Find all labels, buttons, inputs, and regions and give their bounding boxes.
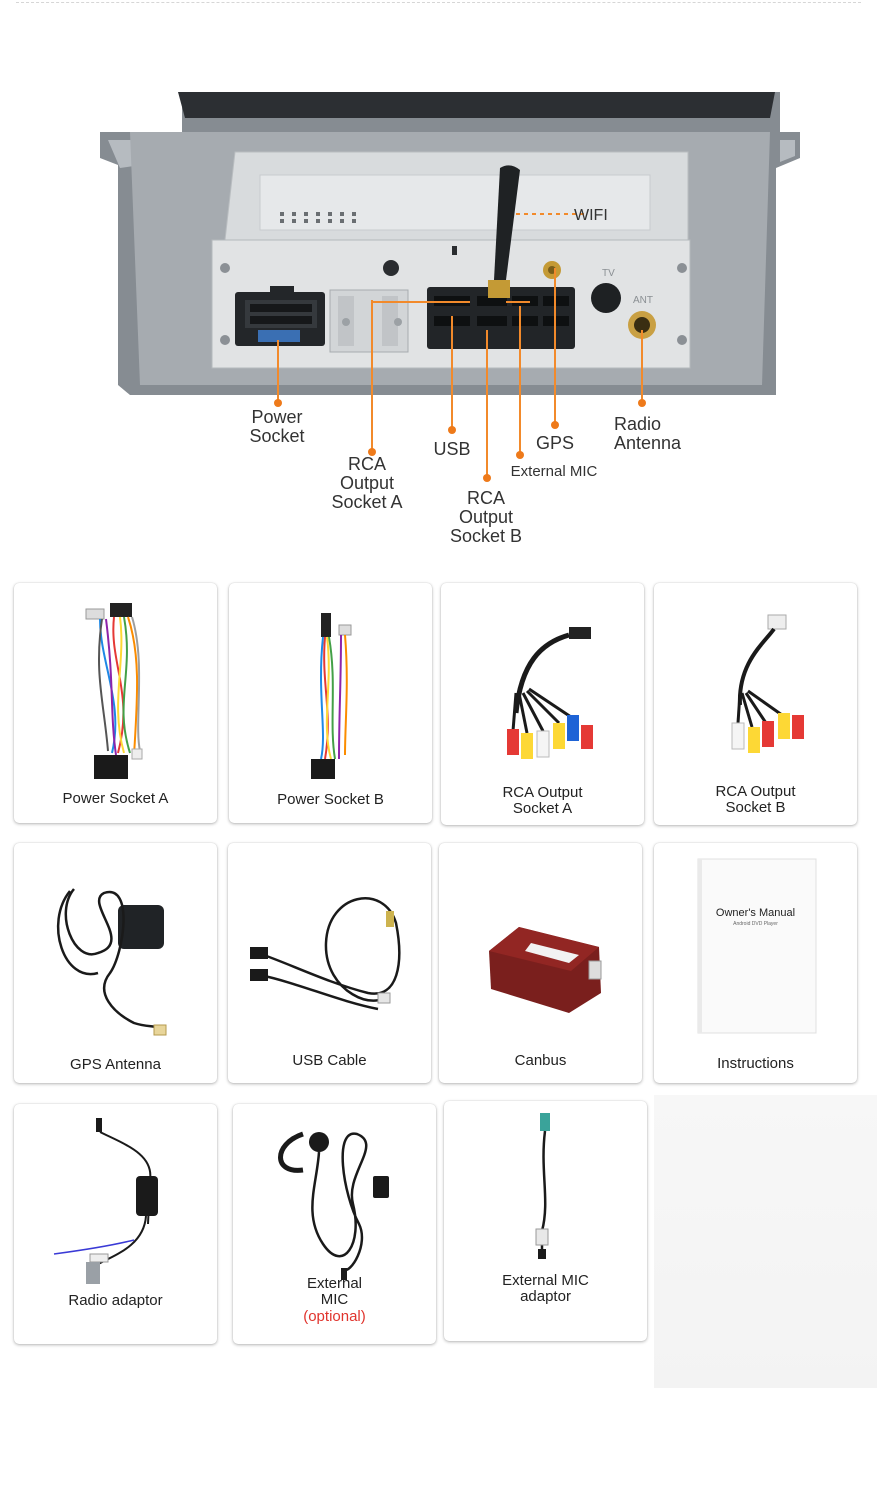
- accessory-card-usb-cable: USB Cable: [228, 843, 431, 1083]
- ant-port-mark: ANT: [633, 295, 653, 306]
- manual-icon: [697, 858, 817, 1034]
- accessory-label: GPS Antenna: [70, 1056, 161, 1073]
- accessory-card-rca-output-b: RCA Output Socket B: [654, 583, 857, 825]
- top-divider: [16, 2, 861, 3]
- rca-cable-icon: [731, 614, 804, 753]
- gps-antenna-icon: [56, 888, 167, 1036]
- accessory-label: Power Socket A: [62, 790, 169, 807]
- tv-port-mark: TV: [602, 268, 615, 279]
- rca-output-a-label: RCA Output Socket A: [331, 454, 403, 512]
- radio-antenna-label: Radio Antenna: [614, 414, 682, 453]
- head-unit-diagram: WIFI TV ANT Power Socket RCA Output Sock…: [0, 0, 877, 560]
- accessory-card-power-socket-b: Power Socket B: [229, 583, 432, 823]
- wiring-harness-icon: [85, 603, 143, 779]
- accessory-card-external-mic: External MIC (optional): [233, 1104, 436, 1344]
- accessory-card-gps-antenna: GPS Antenna: [14, 843, 217, 1083]
- microphone-icon: [278, 1131, 389, 1280]
- rca-cable-icon: [507, 627, 593, 759]
- accessory-label: External MIC adaptor: [502, 1272, 589, 1305]
- accessory-card-power-socket-a: Power Socket A: [14, 583, 217, 823]
- accessory-card-radio-adaptor: Radio adaptor: [14, 1104, 217, 1344]
- accessory-label: External MIC: [306, 1275, 363, 1308]
- accessory-card-instructions: Owner's Manual Android DVD Player Instru…: [654, 843, 857, 1083]
- accessory-label: Canbus: [514, 1052, 567, 1069]
- wiring-harness-icon: [311, 613, 352, 779]
- accessory-card-external-mic-adaptor: External MIC adaptor: [444, 1101, 647, 1341]
- wifi-label: WIFI: [574, 207, 608, 224]
- external-mic-label: External MIC: [510, 463, 598, 480]
- power-socket-label: Power Socket: [249, 407, 305, 446]
- head-unit-illustration: [100, 92, 800, 482]
- empty-tile: [654, 1095, 877, 1388]
- accessory-label: Radio adaptor: [68, 1292, 163, 1309]
- accessory-label: RCA Output Socket A: [502, 784, 583, 817]
- canbus-box-icon: [489, 927, 602, 1013]
- optional-note: (optional): [303, 1308, 366, 1325]
- accessory-label: Instructions: [717, 1055, 794, 1072]
- usb-label: USB: [433, 439, 471, 459]
- rca-output-b-label: RCA Output Socket B: [449, 488, 523, 546]
- accessory-label: USB Cable: [292, 1052, 367, 1069]
- accessory-card-rca-output-a: RCA Output Socket A: [441, 583, 644, 825]
- mic-adaptor-icon: [535, 1113, 550, 1259]
- manual-title: Owner's Manual: [715, 907, 796, 919]
- manual-subtitle: Android DVD Player: [733, 921, 778, 927]
- usb-cable-icon: [250, 897, 401, 1011]
- gps-label: GPS: [535, 433, 574, 453]
- accessory-label: Power Socket B: [277, 791, 384, 808]
- radio-adaptor-icon: [53, 1118, 158, 1284]
- accessory-label: RCA Output Socket B: [715, 783, 796, 816]
- accessory-card-canbus: Canbus: [439, 843, 642, 1083]
